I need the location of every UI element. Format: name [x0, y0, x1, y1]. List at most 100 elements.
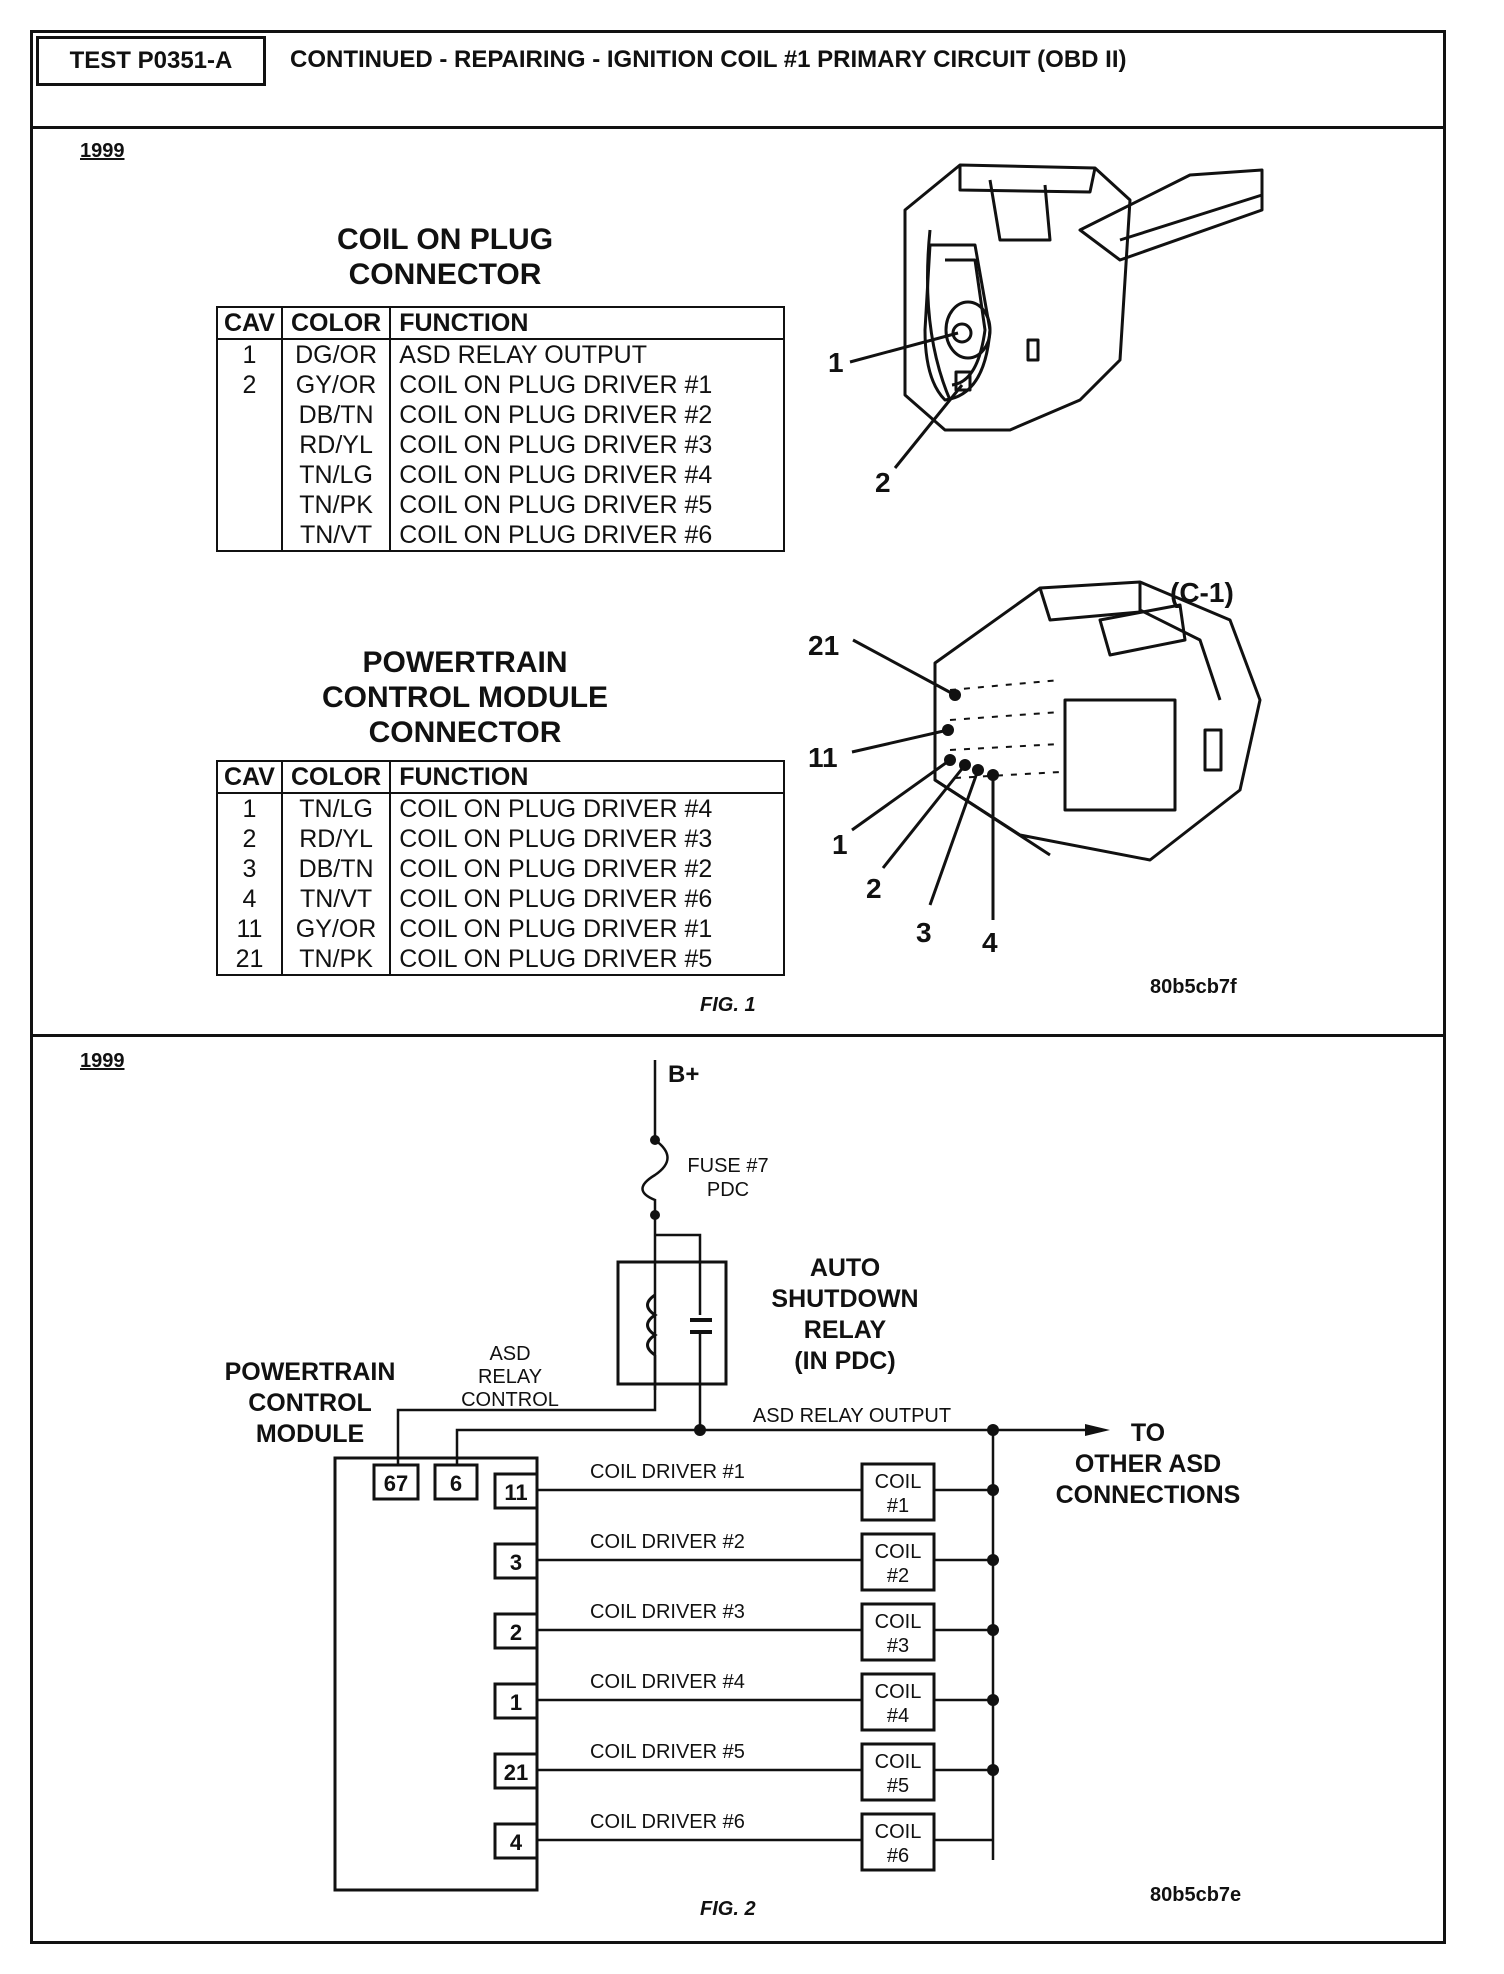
fig1-image-code: 80b5cb7f	[1150, 976, 1237, 998]
pcm-leader-3	[928, 769, 980, 906]
cell-function: COIL ON PLUG DRIVER #5	[389, 490, 786, 520]
cell-function: COIL ON PLUG DRIVER #6	[389, 884, 786, 914]
col-header-function: FUNCTION	[389, 307, 786, 340]
cell-cav	[216, 460, 283, 490]
pcm-label-line3: MODULE	[256, 1420, 364, 1448]
asd-control-line2: RELAY	[478, 1366, 542, 1388]
cell-color: TN/PK	[280, 944, 392, 975]
cell-cav	[216, 400, 283, 430]
cell-color: TN/PK	[280, 490, 392, 520]
driver-pin-label: 21	[504, 1760, 528, 1785]
pcm-label-line1: POWERTRAIN	[225, 1358, 396, 1386]
pcm-pin-2-box	[493, 1612, 539, 1650]
fig1-label: FIG. 1	[700, 994, 756, 1016]
pcm-pin-1	[944, 754, 956, 766]
page-frame	[30, 30, 1446, 1944]
cell-function: COIL ON PLUG DRIVER #2	[389, 854, 786, 884]
cell-function: COIL ON PLUG DRIVER #3	[389, 824, 786, 854]
pcm-latch	[1098, 603, 1187, 657]
page-title: CONTINUED - REPAIRING - IGNITION COIL #1…	[290, 46, 1127, 73]
fuse-label-line1: FUSE #7	[687, 1155, 768, 1177]
relay-contact-symbol	[690, 1318, 712, 1334]
pcm-leader-1	[851, 758, 951, 832]
coil-label: COIL	[875, 1821, 922, 1843]
relay-box	[616, 1260, 728, 1386]
pcm-heading-line1: POWERTRAIN	[362, 646, 568, 679]
pcm-callout-1: 1	[832, 829, 848, 860]
cell-color: GY/OR	[280, 370, 392, 400]
cop-leader-1	[849, 331, 959, 364]
relay-label-line3: RELAY	[804, 1316, 887, 1344]
cell-color: GY/OR	[280, 914, 392, 944]
col-header-function: FUNCTION	[389, 761, 786, 794]
pcm-pin-21	[949, 689, 961, 701]
coil-4-box	[860, 1672, 936, 1732]
junction-dot	[987, 1484, 999, 1496]
cell-cav	[216, 520, 283, 551]
cop-connector-drawing	[849, 163, 1264, 469]
figure-divider	[30, 1034, 1446, 1037]
coil-label: COIL	[875, 1681, 922, 1703]
driver-pin-label: 1	[510, 1690, 522, 1715]
cop-heading-line1: COIL ON PLUG	[336, 223, 554, 256]
junction-dot	[987, 1694, 999, 1706]
relay-label-line4: (IN PDC)	[794, 1347, 895, 1375]
cell-cav: 4	[216, 884, 283, 914]
pcm-pin-4-box	[493, 1822, 539, 1860]
junction-dot	[987, 1554, 999, 1566]
driver-pin-label: 11	[504, 1480, 527, 1505]
driver-wire-label: COIL DRIVER #3	[590, 1601, 745, 1623]
col-header-color: COLOR	[280, 307, 392, 340]
fig2-junctions	[650, 1135, 1110, 1776]
pcm-callout-pins	[942, 689, 999, 781]
cell-color: RD/YL	[280, 430, 392, 460]
cell-color: TN/LG	[280, 460, 392, 490]
pcm-pin-11	[942, 724, 954, 736]
pcm-heading-line2: CONTROL MODULE	[321, 681, 609, 714]
cell-cav	[216, 430, 283, 460]
to-label-line2: OTHER ASD	[1075, 1450, 1221, 1478]
cop-top-face	[958, 165, 1097, 194]
cell-cav: 21	[216, 944, 283, 975]
to-label-line1: TO	[1131, 1419, 1165, 1447]
pcm-pin-6-box	[433, 1463, 479, 1501]
pcm-callout-2: 2	[866, 873, 882, 904]
coil-number: #1	[887, 1495, 909, 1517]
pcm-pin-11-box	[493, 1472, 539, 1510]
cell-color: RD/YL	[280, 824, 392, 854]
cop-connector-heading: COIL ON PLUG CONNECTOR	[215, 222, 675, 292]
to-label-line3: CONNECTIONS	[1056, 1481, 1241, 1509]
asd-control-line3: CONTROL	[461, 1389, 559, 1411]
cop-callout-1: 1	[828, 347, 844, 378]
table-header-row: CAV COLOR FUNCTION	[216, 761, 786, 794]
col-header-color: COLOR	[280, 761, 392, 794]
pcm-connector-label: (C-1)	[1170, 577, 1234, 608]
pcm-lock-tab	[1063, 698, 1177, 812]
pcm-leader-2	[881, 764, 967, 869]
table-header-row: CAV COLOR FUNCTION	[216, 307, 786, 340]
pcm-pin-2	[959, 759, 971, 771]
fuse-label-line2: PDC	[707, 1179, 749, 1201]
coil-2-box	[860, 1532, 936, 1592]
cell-cav	[216, 490, 283, 520]
fig2-label: FIG. 2	[700, 1898, 756, 1920]
cop-face-inner	[945, 258, 987, 387]
driver-wire-label: COIL DRIVER #6	[590, 1811, 745, 1833]
relay-label-line1: AUTO	[810, 1254, 880, 1282]
asd-output-wire	[455, 1428, 1085, 1465]
pcm-leader-11	[851, 728, 949, 754]
coil-number: #5	[887, 1775, 909, 1797]
pcm-leader-21	[852, 638, 956, 697]
driver-wire-label: COIL DRIVER #1	[590, 1461, 745, 1483]
junction-dot	[987, 1624, 999, 1636]
